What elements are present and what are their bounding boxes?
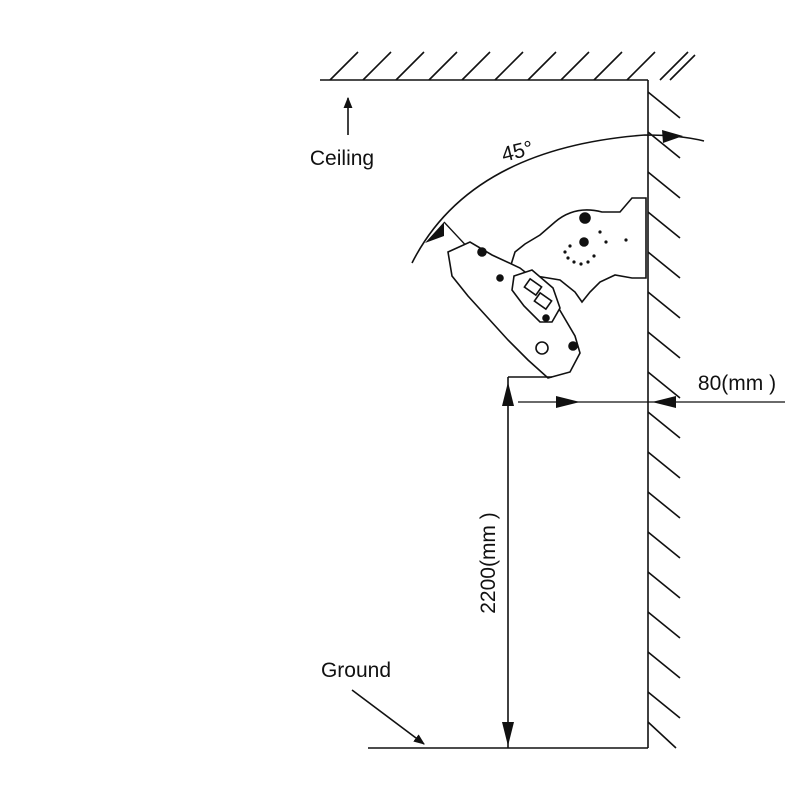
ceiling-label: Ceiling xyxy=(310,147,374,170)
angle-label: 45° xyxy=(499,137,535,167)
ceiling-surface xyxy=(320,51,696,81)
wall-bracket xyxy=(509,197,647,304)
mount-height-dimension: 2200(mm ) xyxy=(477,377,514,748)
wall-surface xyxy=(647,80,681,749)
ground-label: Ground xyxy=(321,659,391,682)
ground-pointer-arrow xyxy=(351,689,425,745)
wall-offset-label: 80(mm ) xyxy=(698,372,776,395)
wall-offset-dimension: 80(mm ) xyxy=(508,372,785,408)
heater-assembly xyxy=(447,197,647,379)
mount-height-label: 2200(mm ) xyxy=(477,512,500,614)
